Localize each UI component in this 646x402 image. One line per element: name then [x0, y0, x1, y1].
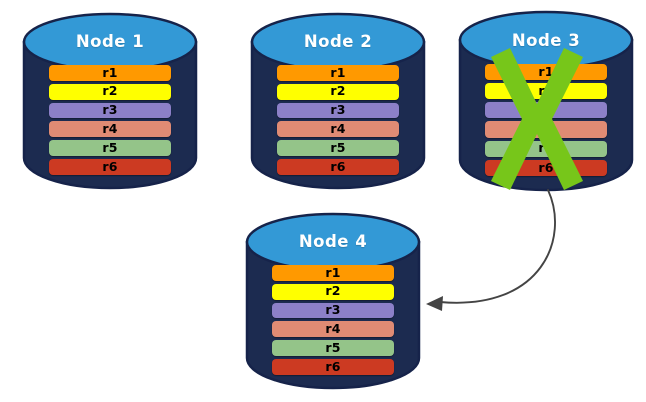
data-row-label: r4	[538, 121, 554, 137]
data-row-label: r3	[538, 102, 554, 118]
data-row-r2[interactable]: r2	[277, 83, 399, 100]
data-row-label: r4	[330, 121, 346, 137]
data-row-label: r4	[325, 321, 341, 337]
data-row-r2[interactable]: r2	[485, 82, 607, 100]
data-row-label: r3	[330, 102, 346, 118]
data-row-r5[interactable]: r5	[272, 339, 394, 357]
data-row-label: r6	[325, 358, 341, 374]
data-row-r2[interactable]: r2	[272, 283, 394, 300]
data-row-r1[interactable]: r1	[485, 63, 607, 81]
data-row-r4[interactable]: r4	[277, 121, 399, 138]
node-cylinder-3[interactable]: Node 3 r1 r2 r3 r4 r5 r6	[458, 10, 634, 192]
data-row-r6[interactable]: r6	[485, 159, 607, 176]
data-row-label: r5	[538, 140, 554, 156]
data-row-r5[interactable]: r5	[485, 140, 607, 157]
node-title-1: Node 1	[75, 32, 145, 51]
data-row-label: r3	[102, 102, 118, 118]
data-row-label: r2	[538, 82, 554, 98]
data-row-label: r5	[330, 139, 346, 155]
data-row-r5[interactable]: r5	[277, 139, 399, 157]
data-row-label: r4	[102, 121, 118, 137]
node-rows-1: r1 r2 r3 r4 r5 r6	[22, 65, 198, 175]
data-row-r3[interactable]: r3	[49, 102, 171, 119]
data-row-label: r2	[330, 83, 346, 99]
node-rows-2: r1 r2 r3 r4 r5 r6	[250, 65, 426, 175]
data-row-label: r6	[102, 158, 118, 174]
data-row-label: r1	[330, 64, 346, 80]
data-row-label: r2	[102, 83, 118, 99]
data-row-label: r6	[538, 159, 554, 175]
data-row-r4[interactable]: r4	[485, 121, 607, 138]
data-row-label: r5	[325, 339, 341, 355]
data-row-r2[interactable]: r2	[49, 83, 171, 100]
data-row-label: r3	[325, 302, 341, 318]
data-row-label: r1	[538, 63, 554, 79]
data-row-r4[interactable]: r4	[49, 121, 171, 138]
node-rows-4: r1 r2 r3 r4 r5 r6	[245, 265, 421, 375]
data-row-r1[interactable]: r1	[277, 65, 399, 81]
data-row-r1[interactable]: r1	[272, 265, 394, 281]
node-title-4: Node 4	[298, 232, 368, 251]
node-cylinder-2[interactable]: Node 2 r1 r2 r3 r4 r5 r6	[250, 12, 426, 190]
data-row-r4[interactable]: r4	[272, 321, 394, 338]
data-row-r1[interactable]: r1	[49, 65, 171, 81]
data-row-r6[interactable]: r6	[272, 359, 394, 375]
data-row-r6[interactable]: r6	[49, 159, 171, 175]
data-row-label: r2	[325, 283, 341, 299]
node-rows-3: r1 r2 r3 r4 r5 r6	[458, 64, 634, 176]
data-row-r3[interactable]: r3	[485, 102, 607, 119]
node-title-2: Node 2	[303, 32, 373, 51]
data-row-label: r1	[325, 264, 341, 280]
data-row-r3[interactable]: r3	[277, 102, 399, 119]
node-title-3: Node 3	[511, 31, 581, 50]
data-row-r3[interactable]: r3	[272, 302, 394, 319]
data-row-r6[interactable]: r6	[277, 159, 399, 175]
node-cylinder-4[interactable]: Node 4 r1 r2 r3 r4 r5 r6	[245, 212, 421, 390]
node-cylinder-1[interactable]: Node 1 r1 r2 r3 r4 r5 r6	[22, 12, 198, 190]
data-row-r5[interactable]: r5	[49, 139, 171, 157]
data-row-label: r1	[102, 64, 118, 80]
data-row-label: r5	[102, 139, 118, 155]
data-row-label: r6	[330, 158, 346, 174]
